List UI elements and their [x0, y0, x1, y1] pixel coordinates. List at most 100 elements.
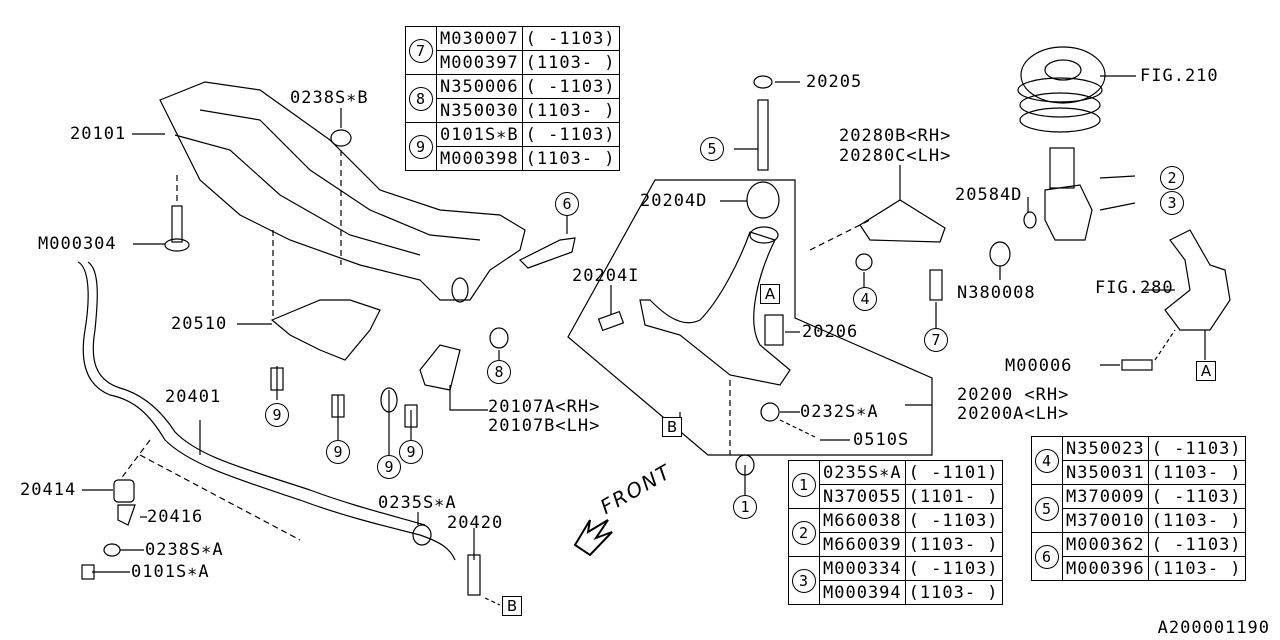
part-number[interactable]: M000362: [1062, 532, 1149, 557]
control-arm-frame: [567, 179, 933, 456]
table-ref: 2: [788, 508, 820, 557]
crossmember-shape: [159, 81, 526, 301]
label-20584d: 20584D: [955, 185, 1023, 205]
label-20280b-rh: 20280B<RH>: [839, 126, 952, 146]
ref-circle-4: 4: [853, 287, 877, 311]
part-number[interactable]: 0101S∗B: [436, 122, 523, 147]
table-row: M000397(1103- ): [406, 50, 620, 75]
table-row: M660039(1103- ): [789, 532, 1003, 557]
date-range: ( -1103): [1147, 436, 1246, 461]
table-row: M000394(1103- ): [789, 580, 1003, 605]
connection-marker-a-arm: A: [760, 284, 780, 304]
label-20101: 20101: [70, 124, 127, 144]
label-0238s-a: 0238S∗A: [145, 540, 224, 560]
connection-marker-b-arm: B: [662, 417, 682, 437]
date-range: (1103- ): [521, 98, 620, 123]
label-20420: 20420: [447, 513, 504, 533]
label-20206: 20206: [802, 322, 859, 342]
part-number[interactable]: M660039: [819, 532, 906, 557]
ref-circle-5: 5: [700, 137, 724, 161]
label-m000304: M000304: [38, 234, 117, 254]
label-fig-280[interactable]: FIG.280: [1095, 278, 1174, 298]
table-ref: 6: [1031, 532, 1063, 581]
label-fig-210[interactable]: FIG.210: [1140, 66, 1219, 86]
table-row: N350031(1103- ): [1032, 460, 1246, 485]
ref-circle-3: 3: [1160, 191, 1184, 215]
table-ref: 8: [405, 74, 437, 123]
part-number[interactable]: N370055: [819, 484, 906, 509]
date-range: ( -1101): [904, 460, 1003, 485]
part-number[interactable]: M030007: [436, 26, 523, 51]
table-ref: 9: [405, 122, 437, 171]
label-20280c-lh: 20280C<LH>: [839, 146, 952, 166]
label-20401: 20401: [165, 387, 222, 407]
table-row: M370010(1103- ): [1032, 508, 1246, 533]
ref-circle-9a: 9: [265, 403, 289, 427]
date-range: (1103- ): [904, 580, 1003, 605]
ref-circle-9d: 9: [399, 440, 423, 464]
part-number[interactable]: M000397: [436, 50, 523, 75]
ref-circle-1: 1: [733, 495, 757, 519]
table-ref: 7: [405, 26, 437, 75]
label-20200-rh: 20200 <RH>: [957, 385, 1070, 405]
table-row: N370055(1101- ): [789, 484, 1003, 509]
part-number[interactable]: M660038: [819, 508, 906, 533]
part-number[interactable]: 0235S∗A: [819, 460, 906, 485]
label-n380008: N380008: [957, 283, 1036, 303]
part-number[interactable]: N350031: [1062, 460, 1149, 485]
ref-circle-8: 8: [487, 360, 511, 384]
date-range: ( -1103): [1147, 532, 1246, 557]
table-row: M000398(1103- ): [406, 146, 620, 171]
date-range: (1103- ): [1147, 508, 1246, 533]
date-range: ( -1103): [904, 556, 1003, 581]
label-20414: 20414: [20, 480, 77, 500]
part-number[interactable]: M000396: [1062, 556, 1149, 581]
date-range: (1103- ): [1147, 460, 1246, 485]
ref-circle-7: 7: [924, 328, 948, 352]
connection-marker-b-link: B: [502, 596, 522, 616]
date-range: ( -1103): [1147, 484, 1246, 509]
label-0238s-b: 0238S∗B: [290, 88, 369, 108]
date-range: (1103- ): [1147, 556, 1246, 581]
table-ref: 3: [788, 556, 820, 605]
diagram-id: A200001190: [1157, 618, 1270, 638]
date-range: ( -1103): [521, 26, 620, 51]
table-row: M000396(1103- ): [1032, 556, 1246, 581]
part-number[interactable]: N350030: [436, 98, 523, 123]
label-0101s-a: 0101S∗A: [131, 562, 210, 582]
connection-marker-a-knuckle: A: [1196, 361, 1216, 381]
label-20200a-lh: 20200A<LH>: [957, 404, 1070, 424]
label-20510: 20510: [171, 314, 228, 334]
date-range: (1103- ): [521, 50, 620, 75]
part-number[interactable]: N350023: [1062, 436, 1149, 461]
date-range: (1103- ): [904, 532, 1003, 557]
part-number[interactable]: M000398: [436, 146, 523, 171]
label-20204i: 20204I: [572, 266, 640, 286]
label-0235s-a: 0235S∗A: [378, 493, 457, 513]
date-range: (1103- ): [521, 146, 620, 171]
part-number[interactable]: N350006: [436, 74, 523, 99]
label-20204d: 20204D: [640, 191, 708, 211]
part-number[interactable]: M370009: [1062, 484, 1149, 509]
label-0510s: 0510S: [853, 430, 910, 450]
part-number[interactable]: M370010: [1062, 508, 1149, 533]
label-20107a: 20107A<RH>: [488, 397, 601, 417]
label-20416: 20416: [147, 507, 204, 527]
label-20205: 20205: [806, 72, 863, 92]
part-number[interactable]: M000394: [819, 580, 906, 605]
part-number[interactable]: M000334: [819, 556, 906, 581]
label-0232s-a: 0232S∗A: [800, 402, 879, 422]
table-row: N350030(1103- ): [406, 98, 620, 123]
